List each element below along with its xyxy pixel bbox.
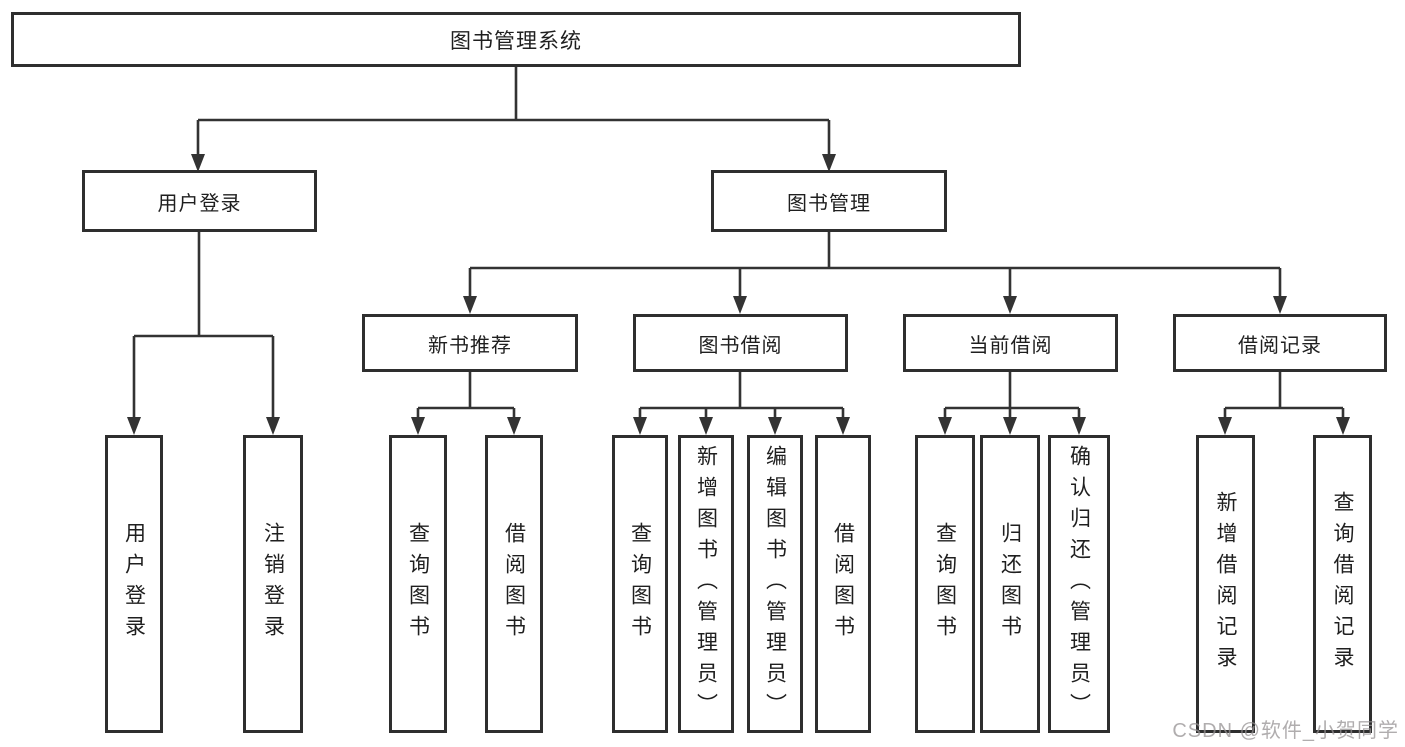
- node-borrow-record: 借阅记录: [1173, 314, 1387, 372]
- leaf-borrow-books-recommend: 借阅图书: [485, 435, 543, 733]
- node-current-borrow: 当前借阅: [903, 314, 1118, 372]
- leaf-label: 借阅图书: [831, 522, 855, 646]
- leaf-add-books-admin: 新增图书（管理员）: [678, 435, 734, 733]
- leaf-label: 归还图书: [998, 522, 1022, 646]
- node-label: 新书推荐: [428, 334, 512, 357]
- leaf-confirm-return-admin: 确认归还（管理员）: [1048, 435, 1110, 733]
- leaf-borrow-books: 借阅图书: [815, 435, 871, 733]
- node-label: 图书管理系统: [450, 29, 582, 53]
- node-book-management-module: 图书管理: [711, 170, 947, 232]
- leaf-label: 借阅图书: [502, 522, 526, 646]
- node-book-borrow: 图书借阅: [633, 314, 848, 372]
- leaf-label: 注销登录: [261, 522, 285, 646]
- node-label: 用户登录: [157, 192, 242, 215]
- node-label: 图书借阅: [698, 334, 783, 357]
- leaf-label: 新增图书（管理员）: [694, 444, 718, 724]
- leaf-return-books: 归还图书: [980, 435, 1040, 733]
- leaf-query-borrow-record: 查询借阅记录: [1313, 435, 1372, 733]
- leaf-label: 查询图书: [933, 522, 957, 646]
- node-new-book-recommend: 新书推荐: [362, 314, 578, 372]
- node-label: 借阅记录: [1238, 334, 1322, 357]
- leaf-label: 新增借阅记录: [1214, 491, 1237, 677]
- leaf-logout: 注销登录: [243, 435, 303, 733]
- leaf-user-login: 用户登录: [105, 435, 163, 733]
- leaf-label: 查询图书: [406, 522, 430, 646]
- node-label: 图书管理: [787, 192, 871, 215]
- leaf-query-books-borrow: 查询图书: [612, 435, 668, 733]
- node-label: 当前借阅: [968, 334, 1053, 357]
- leaf-add-borrow-record: 新增借阅记录: [1196, 435, 1255, 733]
- leaf-label: 查询借阅记录: [1331, 491, 1354, 677]
- leaf-label: 查询图书: [628, 522, 652, 646]
- leaf-edit-books-admin: 编辑图书（管理员）: [747, 435, 803, 733]
- leaf-label: 编辑图书（管理员）: [763, 444, 787, 724]
- leaf-query-books-current: 查询图书: [915, 435, 975, 733]
- csdn-watermark: CSDN @软件_小贺同学: [1172, 720, 1399, 742]
- node-library-management-system: 图书管理系统: [11, 12, 1021, 67]
- leaf-label: 确认归还（管理员）: [1067, 444, 1091, 724]
- node-user-login-module: 用户登录: [82, 170, 317, 232]
- leaf-label: 用户登录: [122, 522, 146, 646]
- leaf-query-books-recommend: 查询图书: [389, 435, 447, 733]
